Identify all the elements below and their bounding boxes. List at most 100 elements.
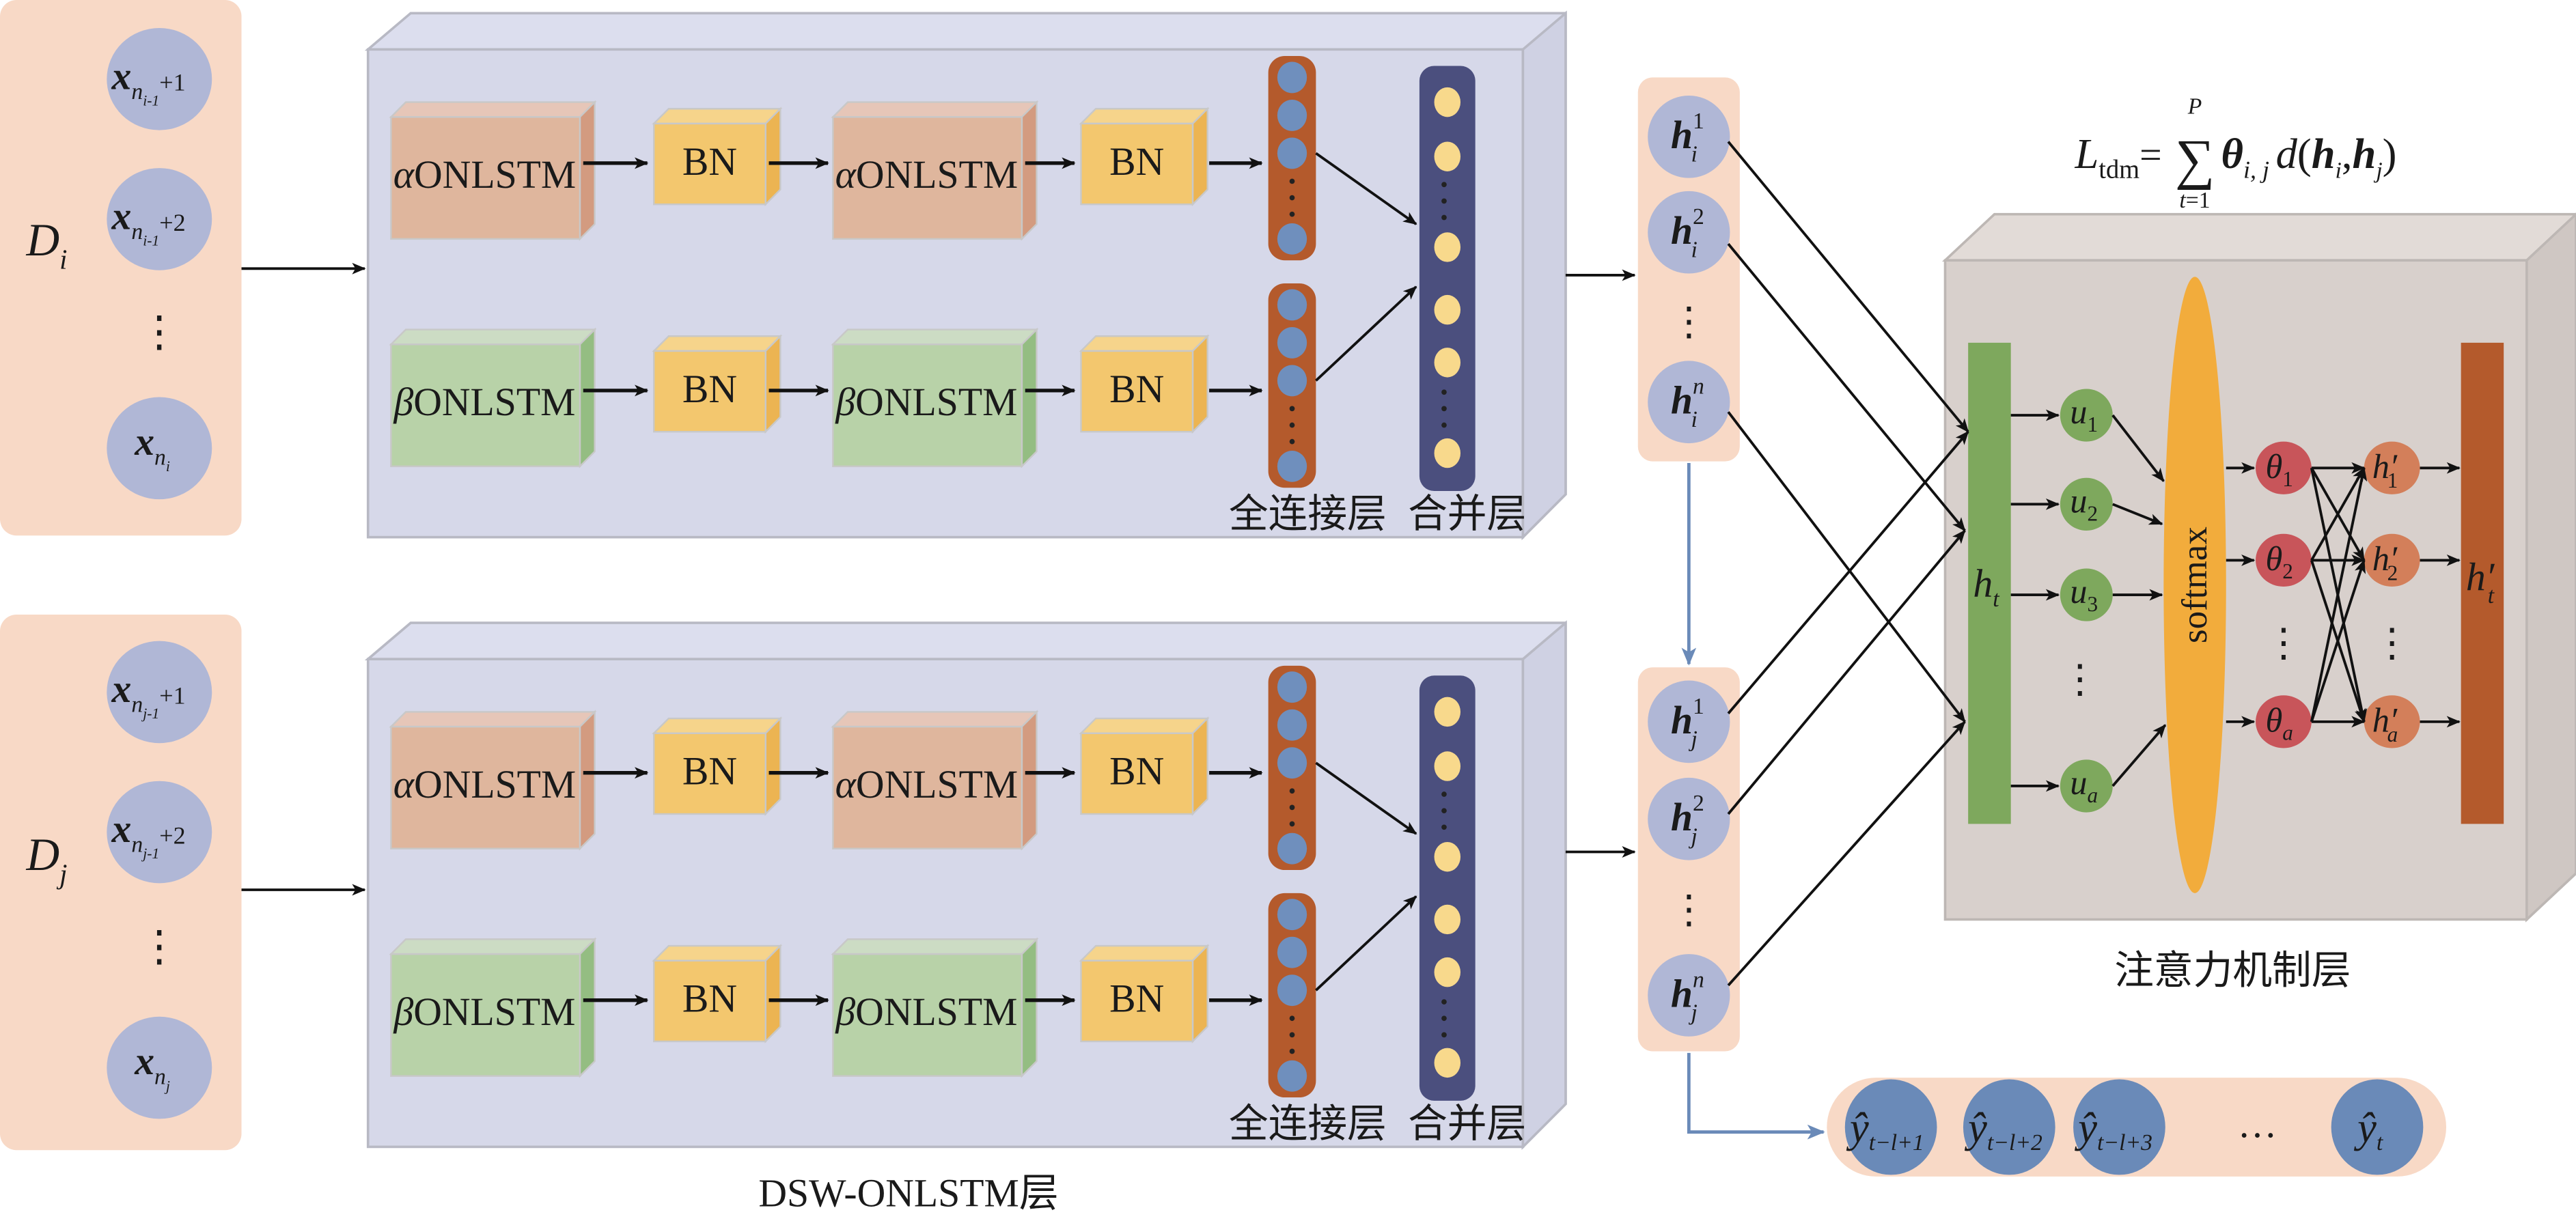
svg-text:BN: BN: [682, 748, 737, 793]
fc-to-merge-arrow: [1315, 895, 1417, 992]
alpha-onlstm-box: αONLSTM: [389, 710, 597, 851]
fc-node: [1277, 61, 1307, 94]
beta-onlstm-box: βONLSTM: [831, 327, 1039, 468]
u-node: u3: [2060, 568, 2113, 621]
svg-text:BN: BN: [682, 976, 737, 1020]
fully-connected-bar: [1268, 56, 1316, 261]
fc-node: [1277, 99, 1307, 131]
input-node: xnj-1+2: [107, 781, 212, 884]
svg-text:h1j: h1j: [1671, 694, 1704, 752]
beta-onlstm-box: βONLSTM: [389, 327, 597, 468]
svg-text:θ1: θ1: [2265, 447, 2293, 491]
svg-text:βONLSTM: βONLSTM: [393, 380, 575, 424]
ellipsis: ⋮: [2060, 656, 2100, 701]
svg-text:xni-1+2: xni-1+2: [111, 193, 186, 249]
alpha-onlstm-box: αONLSTM: [831, 100, 1039, 241]
ellipsis: ⋮: [2372, 620, 2412, 664]
svg-text:βONLSTM: βONLSTM: [835, 990, 1017, 1034]
fully-connected-bar: [1268, 283, 1316, 488]
fc-node: [1277, 1060, 1307, 1092]
fc-node: [1277, 709, 1307, 741]
svg-text:BN: BN: [682, 139, 737, 184]
ellipsis: ⋮: [2264, 620, 2303, 664]
merge-node: [1434, 87, 1461, 117]
theta-node: θ1: [2256, 441, 2312, 494]
merge-node: [1434, 842, 1461, 872]
svg-text:θ2: θ2: [2265, 539, 2293, 583]
svg-text:∑: ∑: [2175, 128, 2215, 190]
ht-prime-bar: [2461, 342, 2504, 824]
fully-connected-bar: [1268, 893, 1316, 1098]
svg-text:xnj-1+2: xnj-1+2: [111, 806, 186, 862]
fc-node: [1277, 326, 1307, 359]
beta-onlstm-box: βONLSTM: [831, 937, 1039, 1078]
ht-bar: [1968, 342, 2011, 824]
ellipsis: …: [2238, 1101, 2277, 1146]
ellipsis: ⋮: [1669, 887, 1708, 931]
merge-node: [1434, 348, 1461, 378]
bn-box: BN: [1079, 334, 1210, 434]
svg-text:BN: BN: [1109, 139, 1164, 184]
svg-text:ŷt−l+2: ŷt−l+2: [1964, 1104, 2042, 1155]
input-node: xni-1+1: [107, 28, 212, 130]
svg-text:BN: BN: [1109, 976, 1164, 1020]
svg-text:xnj-1+1: xnj-1+1: [111, 666, 186, 722]
alpha-onlstm-box: αONLSTM: [389, 100, 597, 241]
svg-text:θi, jd(hi,hj): θi, jd(hi,hj): [2221, 130, 2397, 184]
ellipsis: ⋮: [1669, 299, 1708, 343]
softmax-ellipse: [2163, 277, 2226, 893]
bn-box: BN: [652, 107, 783, 207]
panel-label-dj: Dj: [25, 829, 67, 889]
u-to-softmax-arrow: [2111, 724, 2167, 787]
bn-box: BN: [1079, 107, 1210, 207]
bn-box: BN: [652, 716, 783, 816]
fc-to-merge-arrow: [1315, 285, 1417, 382]
svg-text:BN: BN: [1109, 748, 1164, 793]
svg-text:hnj: hnj: [1671, 967, 1704, 1025]
svg-text:βONLSTM: βONLSTM: [835, 380, 1017, 424]
fully-connected-bar: [1268, 665, 1316, 871]
panel-label-di: Di: [25, 214, 67, 275]
input-node: xnj: [107, 1016, 212, 1119]
fc-node: [1277, 671, 1307, 703]
svg-text:xni: xni: [134, 419, 170, 475]
svg-text:ŷt−l+1: ŷt−l+1: [1846, 1104, 1924, 1155]
svg-text:ŷt−l+3: ŷt−l+3: [2074, 1104, 2152, 1155]
ht-prime-label: h′t: [2466, 555, 2495, 608]
merge-node: [1434, 697, 1461, 727]
bn-box: BN: [1079, 716, 1210, 816]
svg-text:βONLSTM: βONLSTM: [393, 990, 575, 1034]
h-prime-node: h′a: [2364, 695, 2420, 748]
fc-node: [1277, 936, 1307, 968]
svg-text:h2j: h2j: [1671, 791, 1704, 849]
theta-to-hprime-arrow: [2310, 466, 2366, 561]
bn-box: BN: [1079, 944, 1210, 1043]
svg-text:u2: u2: [2070, 481, 2098, 525]
hidden-to-attention-arrows: [1727, 141, 1969, 987]
theta-node: θa: [2256, 695, 2312, 748]
input-panel-di: Di xni-1+1 xni-1+2 ⋮ xni: [0, 0, 242, 536]
arrow-hj-to-output: [1687, 1052, 1825, 1140]
attention-caption: 注意力机制层: [2114, 948, 2351, 992]
svg-text:xni-1+1: xni-1+1: [111, 53, 186, 109]
h-prime-node: h′1: [2364, 441, 2420, 494]
fc-to-merge-arrow: [1315, 152, 1417, 225]
bn-box: BN: [652, 944, 783, 1043]
svg-text:BN: BN: [682, 367, 737, 411]
merge-node: [1434, 438, 1461, 468]
svg-text:αONLSTM: αONLSTM: [393, 762, 577, 806]
input-panel-dj: Dj xnj-1+1 xnj-1+2 ⋮ xnj: [0, 615, 242, 1151]
u-to-softmax-arrow: [2111, 414, 2165, 482]
h-prime-node: h′2: [2364, 533, 2420, 587]
ht-label: ht: [1973, 561, 2000, 612]
fc-node: [1277, 832, 1307, 865]
